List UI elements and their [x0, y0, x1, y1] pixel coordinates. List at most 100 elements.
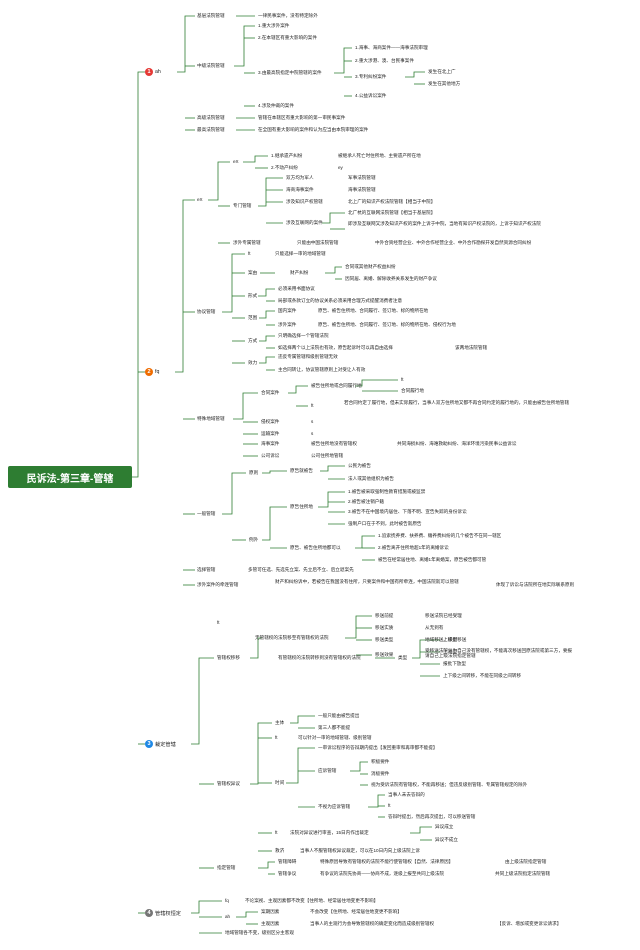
node: ft [401, 377, 404, 382]
node: 上移型 [443, 637, 457, 642]
node: 公司住所地管辖 [311, 453, 344, 458]
node: ah [225, 914, 231, 919]
node: 最高法院管辖 [197, 127, 225, 132]
node: 被继承人死亡时住所地、主要遗产所在地 [338, 153, 421, 158]
node: 海事法院管辖 [348, 187, 376, 192]
node: 海商海事案件 [286, 187, 314, 192]
root-node: 民诉法-第三章-管辖 [8, 466, 132, 488]
node: 移送法院已经受理 [425, 613, 462, 618]
node: 应诉管辖 [318, 768, 337, 773]
node: 财产和纠纷诉中，若被告在我国没有住所，只要案件和中国有所牵连，中国法院就可以管辖 [275, 579, 459, 584]
node: s [311, 419, 314, 424]
node: 管辖权异议 [217, 781, 240, 786]
node: 多管可任选、先选先立案、先立后不立、后立退案先 [248, 567, 354, 572]
node: 主观因素 [261, 921, 280, 926]
node: 只能选择一审的地域管辖 [275, 251, 326, 256]
section-2-badge: 2 [145, 368, 153, 376]
node: 一律民事案件，没有特定除外 [258, 13, 318, 18]
node: 一审诉讼程序的答辩期内提出【发回重审和再审都不能提】 [318, 745, 438, 750]
node: 视为受诉法院有管辖权，不能再移送；但违反级别管辖、专属管辖规定的除外 [371, 782, 528, 787]
node: 运输案件 [261, 431, 280, 436]
node: 在全国有重大影响的案件和认为应当由本院审理的案件 [258, 127, 369, 132]
node: 被告住所地或合同履行地 [311, 383, 362, 388]
node: 不会改变【住所地、经常居住地变更不影响】 [310, 909, 402, 914]
node: 效力 [248, 360, 258, 365]
node: 异议成立 [435, 824, 454, 829]
node: ft [388, 803, 391, 808]
node: 原告、被告住所地、合同履行、签订地、标的物所在地 [318, 308, 429, 313]
node: 地域移送、级别移送 [425, 637, 467, 642]
node: 地域管辖各不变，级别区分主客观 [225, 930, 294, 935]
section-4-label: 管辖权恒定 [155, 910, 181, 917]
node: 原则 [249, 470, 259, 475]
node: 若合同约定了履行地，但未实际履行，当事人双方住所地又都不再合同约定的履行地的，只… [344, 400, 570, 405]
node: 合同履行地 [401, 388, 424, 393]
node: 被告住所地没有管辖权 [311, 441, 357, 446]
node: 指定管辖 [217, 865, 236, 870]
node: 军事法院管辖 [348, 175, 376, 180]
node: 主合同转让，协议管辖原则上对受让人有效 [278, 367, 366, 372]
section-3-badge: 3 [145, 740, 153, 748]
node: 【反诉、增加或变更诉讼请求】 [497, 921, 562, 926]
node: 管辖障碍 [278, 859, 297, 864]
node: 上下级之间转移，不能在同级之间转移 [443, 673, 522, 678]
node: 第三人都不能提 [318, 725, 351, 730]
node: ey [338, 165, 343, 170]
node: 合同案件 [261, 390, 280, 395]
node: 消极要件 [371, 771, 390, 776]
node: 涉外案件 [278, 322, 297, 327]
node: 不视为应诉管辖 [318, 804, 351, 809]
node: 涉外案件的牵连管辖 [197, 582, 239, 587]
node: 局部或条款订立的协议关系必须采用合理方式提醒消费者注意 [278, 298, 403, 303]
node: 公司诉讼 [261, 453, 280, 458]
node: 涉及知识产权管辖 [286, 199, 323, 204]
node: eX [197, 197, 203, 202]
node: 当事人的主观行为会导致管辖权的确定变化而造成级别管辖权 [310, 921, 435, 926]
node: 积极要件 [371, 759, 390, 764]
node: 因同居、离婚、解除收养关系发生的财产争议 [345, 276, 437, 281]
node: 北上广的知识产权法院管辖【相当于中院】 [348, 199, 436, 204]
node: 1.继承遗产纠纷 [271, 153, 303, 158]
node: ft [248, 251, 251, 256]
node: 强制户口在于不到，此时被告就原告 [348, 521, 422, 526]
node: 1.重大涉外案件 [258, 23, 290, 28]
node: 国内案件 [278, 308, 297, 313]
node: 2.在本辖区有重大影响的案件 [258, 35, 317, 40]
node: 异议不成立 [435, 837, 458, 842]
node: 原告、被告住所地都可以 [290, 545, 341, 550]
node: 方式 [248, 338, 258, 343]
node: 特殊原因导致有管辖权的法院不能行使管辖权【自然、法律原因】 [320, 859, 454, 864]
node: 例外 [249, 537, 259, 542]
node: 涉及互联网的案件 [286, 220, 323, 225]
node: 移送实质 [375, 625, 394, 630]
node: 高级法院管辖 [197, 115, 225, 120]
node: 2.被告被注销户籍 [348, 499, 384, 504]
node: 管辖在本辖区有重大影响的第一审民事案件 [258, 115, 346, 120]
node: 1.被告被采取强制性教育措施或被监禁 [348, 489, 426, 494]
node: 时间 [275, 780, 285, 785]
node: 有管辖权的法院转移到没有管辖权的法院 [278, 655, 361, 660]
node: fq [225, 898, 229, 903]
root-title: 民诉法-第三章-管辖 [26, 473, 114, 485]
node: 案期因素 [261, 909, 280, 914]
node: 发生在其他地方 [428, 81, 461, 86]
node: 共同海损纠纷、海难救助纠纷、海洋环境污染民事公益诉讼 [397, 441, 517, 446]
node: s [311, 431, 314, 436]
node: 当事人不服管辖权异议裁定，可以在10日内向上级法院上诉 [300, 848, 420, 853]
node: 发生在北上广 [428, 69, 456, 74]
section-1-badge: 1 [145, 68, 153, 76]
node: 答辩时提出，然后再次提出，可以移送管辖 [388, 814, 476, 819]
node: 无管辖权的法院移至有管辖权的法院 [255, 635, 329, 640]
node: 救济 [275, 848, 285, 853]
node: 移送效果 [375, 652, 394, 657]
node: 移送前提 [375, 613, 394, 618]
node: 中级法院管辖 [197, 63, 225, 68]
node: 一般只能由被告提出 [318, 713, 360, 718]
node: ft [311, 403, 314, 408]
node: 2.重大涉港、澳、台民事案件 [355, 58, 414, 63]
node: 法人或其他组织为被告 [348, 476, 394, 481]
node: 选择管辖 [197, 567, 216, 572]
node: 不论案视、主观因素都不改变【住所地、经常居住地变更不影响】 [245, 898, 379, 903]
